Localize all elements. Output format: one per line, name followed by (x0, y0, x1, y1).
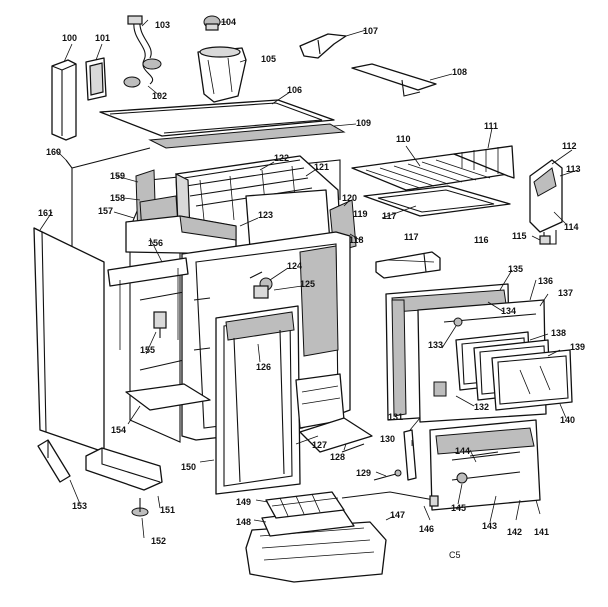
label-108: 108 (452, 67, 468, 77)
diagram-code: C5 (449, 550, 461, 560)
label-104: 104 (221, 17, 237, 27)
part-101-cover (85, 57, 107, 101)
label-153: 153 (72, 501, 88, 511)
label-131: 131 (388, 412, 404, 422)
label-120: 120 (342, 193, 358, 203)
label-121: 121 (314, 162, 330, 172)
part-150-door (215, 305, 301, 495)
part-145-screw (456, 472, 468, 484)
part-131-hinge-rod (403, 429, 417, 481)
label-100: 100 (62, 33, 78, 43)
label-148: 148 (236, 517, 252, 527)
part-106-top-panel (99, 99, 335, 137)
part-broiler-pan (295, 373, 345, 429)
label-135: 135 (508, 264, 524, 274)
label-145: 145 (451, 503, 467, 513)
part-149-grid (265, 491, 345, 519)
label-119: 119 (353, 209, 368, 219)
label-134: 134 (501, 306, 517, 316)
label-138: 138 (551, 328, 567, 338)
label-118: 118 (349, 235, 364, 245)
part-129-pin (373, 469, 402, 481)
label-161: 161 (38, 208, 54, 218)
part-160-wire (65, 147, 151, 250)
part-151-toe-kick (85, 447, 163, 491)
label-126: 126 (256, 362, 272, 372)
label-141: 141 (534, 527, 550, 537)
part-105-housing (197, 46, 247, 103)
label-132: 132 (474, 402, 490, 412)
label-133: 133 (428, 340, 444, 350)
label-129: 129 (356, 468, 372, 478)
label-147: 147 (390, 510, 406, 520)
part-117-broiler-grid (363, 185, 511, 217)
label-158: 158 (110, 193, 126, 203)
label-160: 160 (46, 147, 62, 157)
part-104-knob (203, 15, 221, 31)
part-100-side-bracket (51, 59, 77, 141)
label-159: 159 (110, 171, 126, 181)
part-153-bracket (37, 439, 71, 483)
label-146: 146 (419, 524, 435, 534)
leader-lines (39, 19, 579, 539)
label-152: 152 (151, 536, 167, 546)
label-123: 123 (258, 210, 274, 220)
part-156-shelf (107, 257, 189, 350)
label-128: 128 (330, 452, 346, 462)
label-142: 142 (507, 527, 523, 537)
part-116-bracket (375, 251, 441, 279)
part-140-glass-panel (491, 349, 573, 411)
part-108-rail (351, 63, 437, 97)
label-109: 109 (356, 118, 372, 128)
part-141-drawer (429, 419, 541, 511)
label-140: 140 (560, 415, 576, 425)
label-117a: 117 (382, 211, 397, 221)
part-128-kick-rail (299, 417, 373, 453)
label-155: 155 (140, 345, 156, 355)
part-112-control-switch (529, 159, 563, 245)
part-125-valve (249, 271, 273, 299)
label-102: 102 (152, 91, 168, 101)
part-154-bottom-rail (125, 383, 211, 411)
part-107-bracket (299, 33, 347, 59)
label-113: 113 (566, 164, 581, 174)
label-125: 125 (300, 279, 316, 289)
part-146-rod (341, 491, 439, 507)
label-139: 139 (570, 342, 586, 352)
label-150: 150 (181, 462, 197, 472)
label-137: 137 (558, 288, 574, 298)
label-101: 101 (95, 33, 111, 43)
label-115: 115 (512, 231, 527, 241)
label-117b: 117 (404, 232, 419, 242)
label-106: 106 (287, 85, 303, 95)
label-111: 111 (484, 121, 499, 131)
label-103: 103 (155, 20, 171, 30)
label-144: 144 (455, 446, 471, 456)
label-130: 130 (380, 434, 396, 444)
label-122: 122 (274, 153, 290, 163)
label-105: 105 (261, 54, 277, 64)
part-152-leveling-leg (131, 498, 149, 517)
label-154: 154 (111, 425, 127, 435)
label-157: 157 (98, 206, 114, 216)
label-116: 116 (474, 235, 489, 245)
part-155-clip (153, 311, 167, 338)
part-161-side-panel (33, 227, 105, 453)
label-151: 151 (160, 505, 176, 515)
label-127: 127 (312, 440, 328, 450)
label-114: 114 (564, 222, 579, 232)
label-124: 124 (287, 261, 303, 271)
label-156: 156 (148, 238, 164, 248)
label-110: 110 (396, 134, 411, 144)
label-149: 149 (236, 497, 252, 507)
label-112: 112 (562, 141, 577, 151)
label-107: 107 (363, 26, 379, 36)
part-111-oven-rack (453, 145, 515, 179)
part-109-trim-strip (148, 123, 346, 149)
part-103-wire-harness (123, 15, 162, 88)
label-143: 143 (482, 521, 498, 531)
label-136: 136 (538, 276, 554, 286)
